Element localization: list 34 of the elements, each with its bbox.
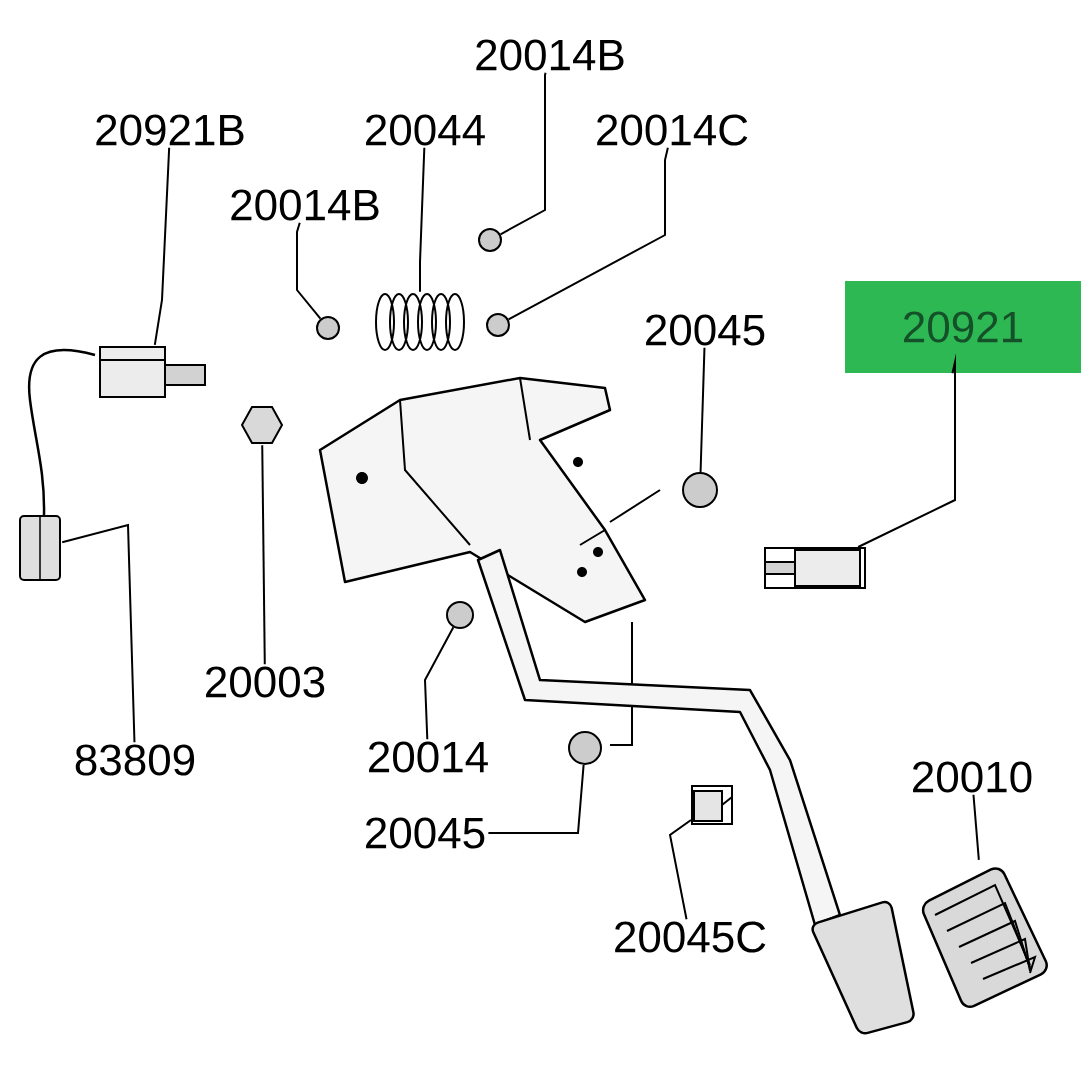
leader-line (499, 71, 547, 236)
switch-drawing (764, 547, 866, 589)
leader-line (424, 626, 455, 741)
part-number: 20014 (364, 739, 492, 775)
leader-line (261, 444, 266, 666)
part-number: 20921B (92, 112, 248, 148)
part-number: 20014B (227, 187, 383, 223)
switch-drawing (99, 346, 206, 398)
part-number: 83809 (71, 742, 199, 778)
part-number: 20003 (201, 664, 329, 700)
leader-line (507, 146, 669, 321)
leader-line (857, 353, 956, 548)
leader-line (419, 146, 426, 293)
connector-drawing (19, 348, 96, 581)
leader-line (296, 221, 322, 320)
part-number-box: 20921 (845, 281, 1081, 373)
leader-line (972, 793, 980, 861)
pedal-pad-drawing (921, 867, 1048, 1008)
spring-drawing (375, 293, 465, 351)
part-number: 20045 (641, 312, 769, 348)
leader-line (668, 819, 692, 921)
part-number: 20010 (908, 759, 1036, 795)
part-number: 20044 (361, 112, 489, 148)
bushing-icon (568, 731, 602, 765)
part-number: 20045C (610, 919, 770, 955)
part-number: 20014B (472, 37, 628, 73)
leader-line (153, 146, 171, 346)
part-number: 20045 (361, 815, 489, 851)
leader-line (699, 346, 706, 473)
bushing-icon (682, 472, 718, 508)
leader-line (487, 763, 585, 834)
leader-line (61, 523, 136, 744)
part-number: 20014C (592, 112, 752, 148)
stopper-drawing (691, 785, 733, 825)
